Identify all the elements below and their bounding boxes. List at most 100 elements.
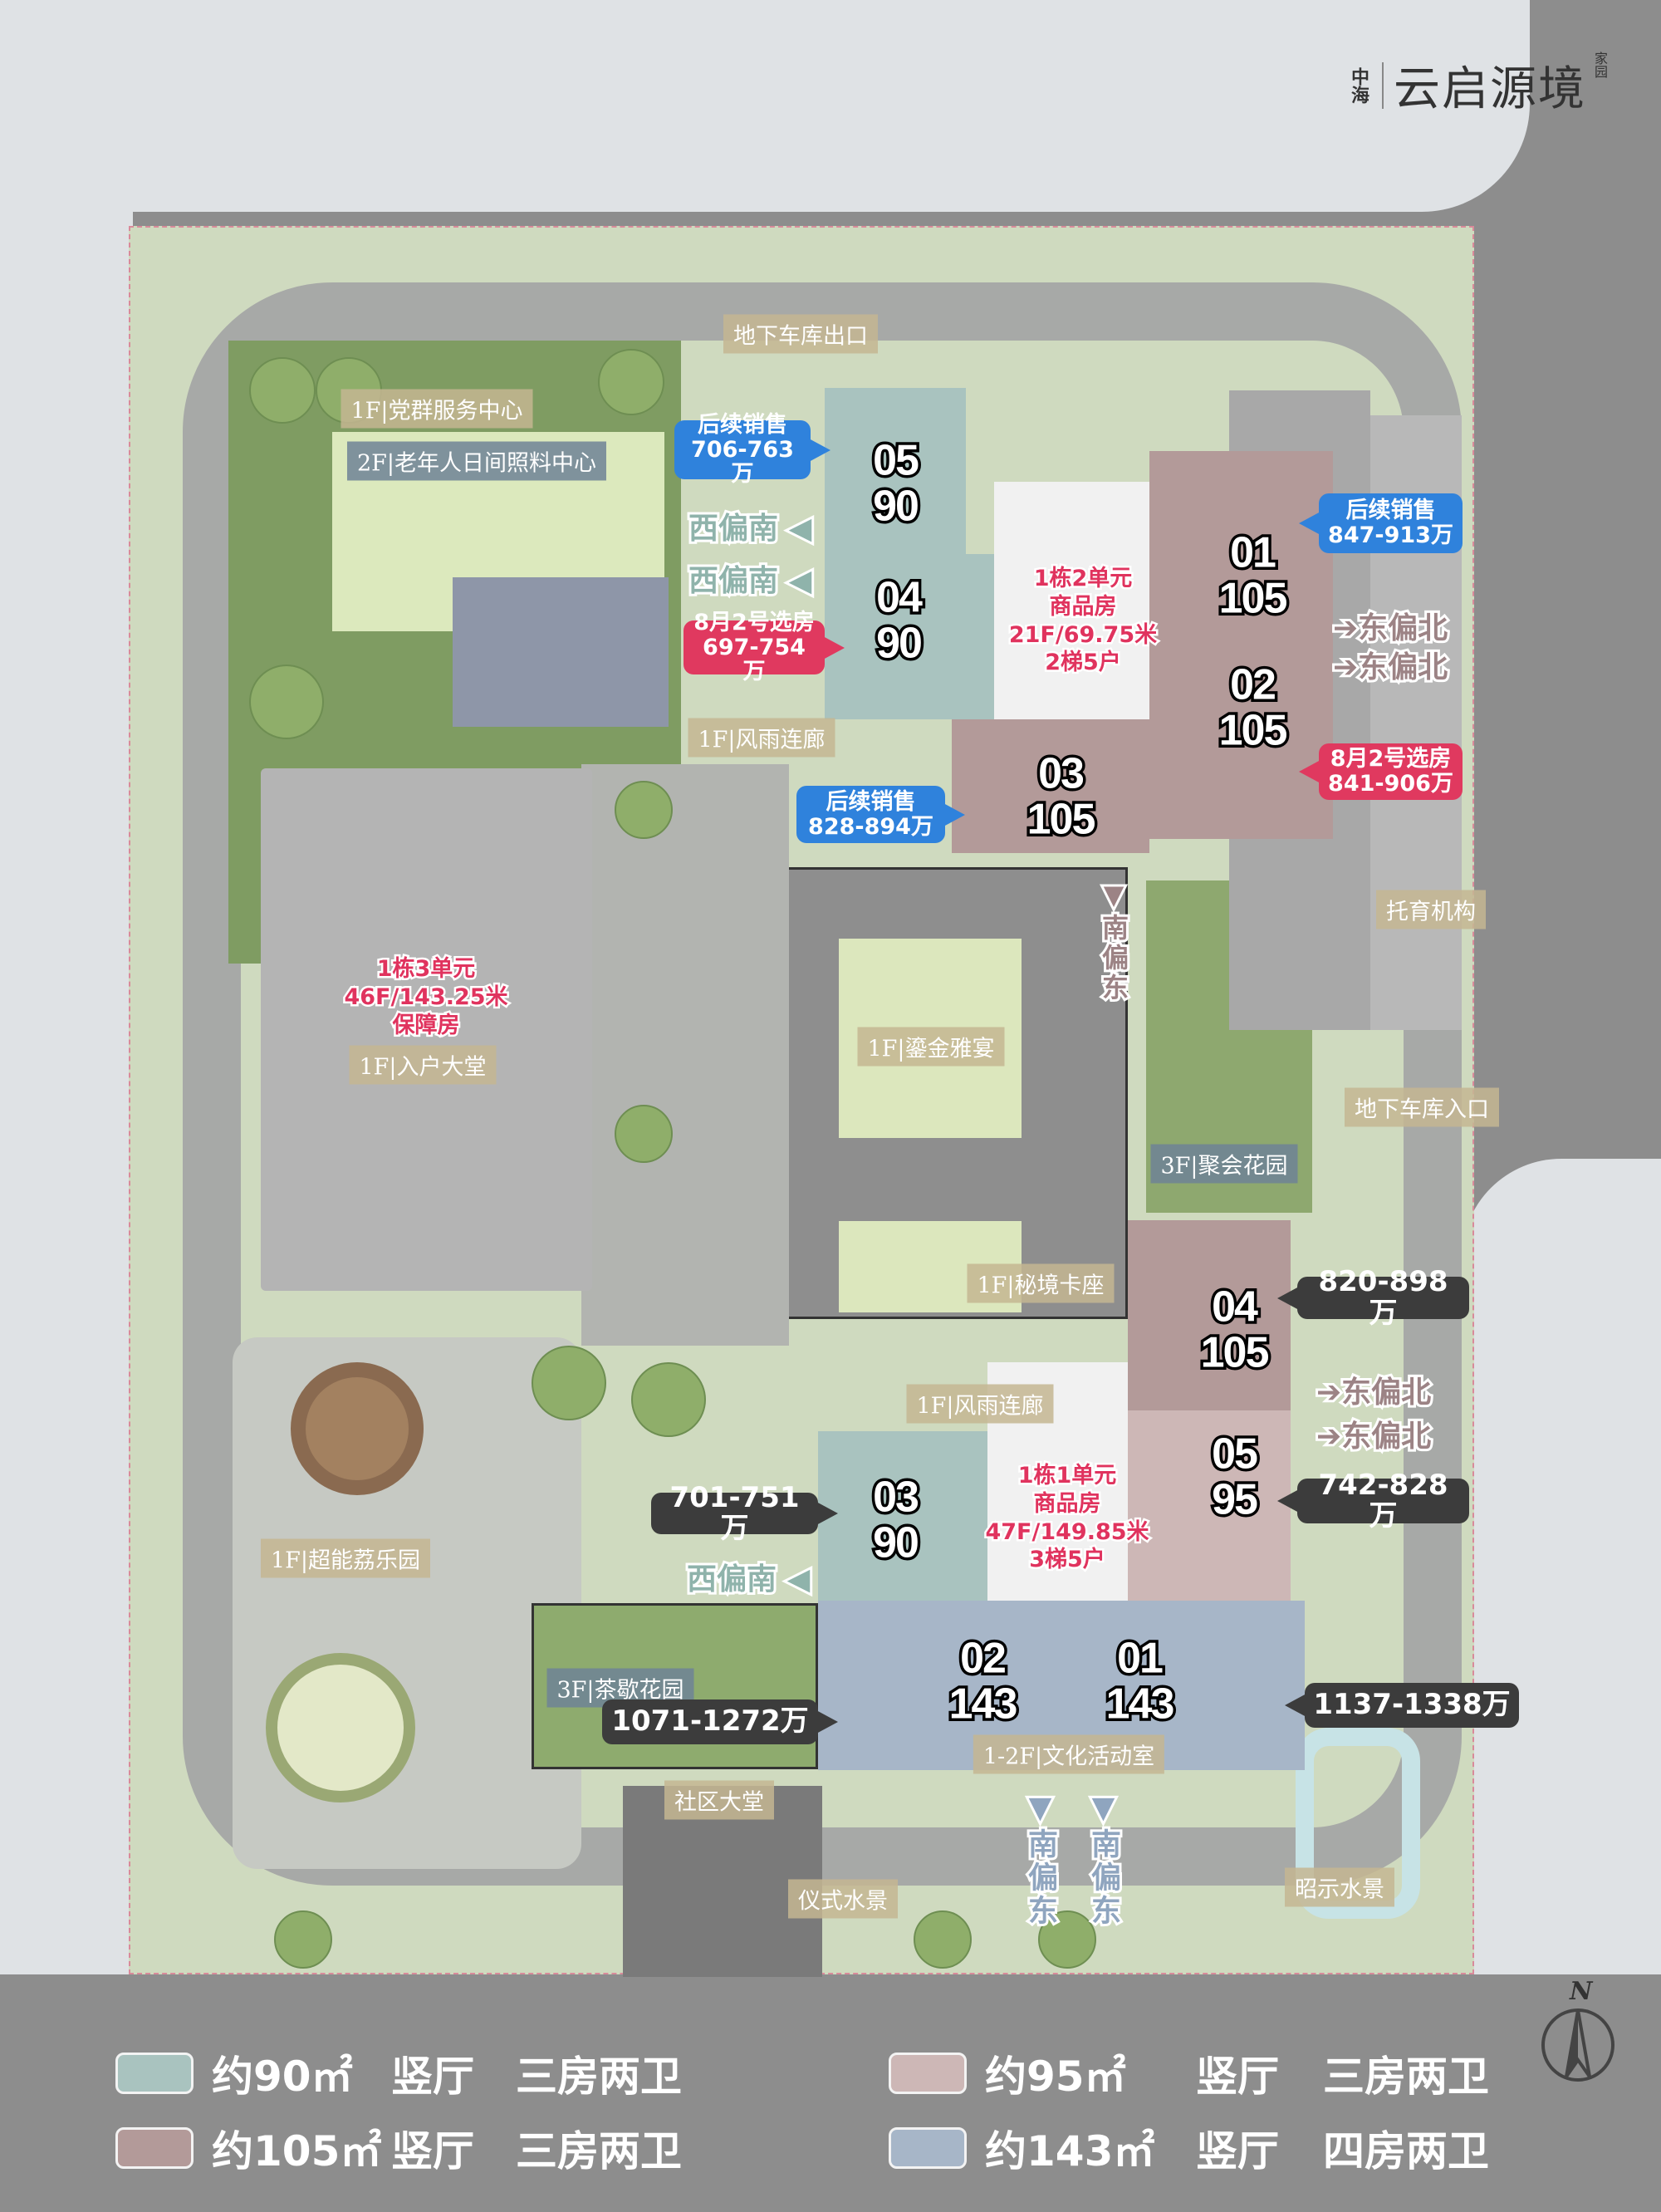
sale-status: 后续销售 bbox=[698, 411, 787, 438]
price-range: 847-913万 bbox=[1328, 522, 1453, 548]
price-range: 701-751万 bbox=[669, 1480, 800, 1545]
orientation-text: 东偏北 bbox=[1355, 609, 1450, 648]
central-walk bbox=[581, 764, 789, 1346]
unit-number: 01 bbox=[1227, 527, 1280, 578]
unit-block-03-90 bbox=[818, 1431, 987, 1601]
orientation-south-east: ▼南偏东 bbox=[1095, 876, 1133, 1006]
price-callout[interactable]: 1137-1338万 bbox=[1305, 1683, 1519, 1728]
legend-layout: 四房两卫 bbox=[1323, 2127, 1489, 2175]
info-line: 1栋2单元 bbox=[1031, 564, 1134, 594]
facility-label: 地下车库出口 bbox=[723, 314, 878, 354]
unit-block-03-105 bbox=[952, 719, 1149, 853]
legend-swatch bbox=[115, 2127, 194, 2169]
sale-status: 后续销售 bbox=[826, 788, 916, 815]
unit-area: 105 bbox=[1216, 572, 1291, 623]
unit-block-01-105 bbox=[1149, 451, 1333, 650]
play-circle-1 bbox=[291, 1362, 424, 1495]
legend-hall: 竖厅 bbox=[1196, 2127, 1279, 2175]
unit-number: 02 bbox=[958, 1633, 1010, 1684]
facility-label: 1F|秘境卡座 bbox=[967, 1263, 1115, 1303]
road-ring bbox=[183, 282, 1462, 1886]
orientation-text: 东偏北 bbox=[1355, 648, 1450, 687]
light-ground-left bbox=[0, 0, 133, 1974]
arrow-right-icon: ➔ bbox=[1330, 609, 1360, 648]
tree bbox=[615, 781, 673, 839]
tree bbox=[532, 1346, 606, 1420]
unit-number: 02 bbox=[1227, 660, 1280, 710]
unit-number: 03 bbox=[870, 1472, 923, 1523]
unit-number: 03 bbox=[1036, 748, 1088, 799]
arrow-down-icon: ▼ bbox=[1084, 1788, 1123, 1831]
orientation-east-north: ➔东偏北 bbox=[1330, 643, 1450, 687]
info-line: 1栋1单元 bbox=[1016, 1461, 1119, 1491]
price-callout[interactable]: 701-751万 bbox=[651, 1482, 818, 1544]
building-1-unit-2-core bbox=[994, 482, 1149, 719]
unit-number: 04 bbox=[1209, 1282, 1262, 1332]
north-compass-icon: N bbox=[1538, 1977, 1618, 2085]
legend-area: 约95㎡ bbox=[985, 2053, 1126, 2101]
price-callout[interactable]: 1071-1272万 bbox=[602, 1699, 818, 1744]
orientation-west-south: 西偏南 ◀ bbox=[686, 557, 814, 601]
tree bbox=[631, 1362, 706, 1437]
facility-label: 1-2F|文化活动室 bbox=[973, 1734, 1165, 1774]
logo-project-name: 云启源境 bbox=[1394, 62, 1586, 116]
info-line: 1栋3单元 bbox=[375, 954, 478, 984]
logo-brand: 中海 bbox=[1348, 66, 1369, 104]
tree bbox=[249, 665, 324, 739]
info-line: 保障房 bbox=[390, 1010, 462, 1040]
legend-layout: 三房两卫 bbox=[516, 2053, 682, 2101]
facility-label: 1F|党群服务中心 bbox=[341, 389, 533, 429]
legend-hall: 竖厅 bbox=[1196, 2053, 1279, 2101]
legend-swatch bbox=[889, 2127, 967, 2169]
unit-block-02-105 bbox=[1149, 650, 1333, 839]
facility-label: 1F|超能荔乐园 bbox=[260, 1538, 431, 1578]
arrow-down-icon: ▼ bbox=[1095, 876, 1132, 916]
unit-block-04-90 bbox=[825, 554, 994, 719]
info-line: 21F/69.75米 bbox=[1007, 620, 1159, 650]
arrow-right-icon: ➔ bbox=[1330, 648, 1360, 687]
orientation-text: 南偏东 bbox=[1021, 1826, 1060, 1930]
arrow-right-icon: ➔ bbox=[1314, 1417, 1344, 1456]
price-callout[interactable]: 820-898万 bbox=[1297, 1266, 1469, 1328]
unit-area: 90 bbox=[870, 1517, 923, 1567]
unit-block-04-105 bbox=[1128, 1220, 1291, 1410]
orientation-east-north: ➔东偏北 bbox=[1330, 604, 1450, 648]
orientation-text: 西偏南 bbox=[684, 1560, 779, 1599]
price-range: 706-763万 bbox=[691, 436, 794, 488]
orientation-text: 南偏东 bbox=[1095, 911, 1132, 1006]
facility-label: 社区大堂 bbox=[664, 1780, 774, 1820]
unit-number: 01 bbox=[1115, 1633, 1167, 1684]
compass-label: N bbox=[1570, 1977, 1593, 2006]
legend-area: 约105㎡ bbox=[212, 2127, 382, 2175]
facility-label: 2F|老年人日间照料中心 bbox=[346, 441, 607, 481]
logo: 中海 云启源境 家园 bbox=[1345, 51, 1610, 119]
price-callout[interactable]: 742-828万 bbox=[1297, 1469, 1469, 1532]
orientation-east-north: ➔东偏北 bbox=[1314, 1368, 1433, 1412]
legend-item-95: 约95㎡ 竖厅 三房两卫 bbox=[889, 2043, 1489, 2103]
building-1-unit-3-info: 1栋3单元 46F/143.25米 保障房 bbox=[342, 954, 510, 1040]
legend-area: 约143㎡ bbox=[985, 2127, 1155, 2175]
orientation-text: 东偏北 bbox=[1339, 1373, 1433, 1412]
unit-area: 90 bbox=[874, 617, 926, 668]
sale-status: 8月2号选房 bbox=[693, 609, 815, 635]
legend-hall: 竖厅 bbox=[391, 2127, 474, 2175]
unit-area: 105 bbox=[1024, 793, 1099, 844]
building-1-unit-1-info: 1栋1单元 商品房 47F/149.85米 3梯5户 bbox=[983, 1461, 1151, 1575]
unit-area: 95 bbox=[1209, 1474, 1262, 1524]
arrow-left-icon: ◀ bbox=[785, 1560, 813, 1599]
